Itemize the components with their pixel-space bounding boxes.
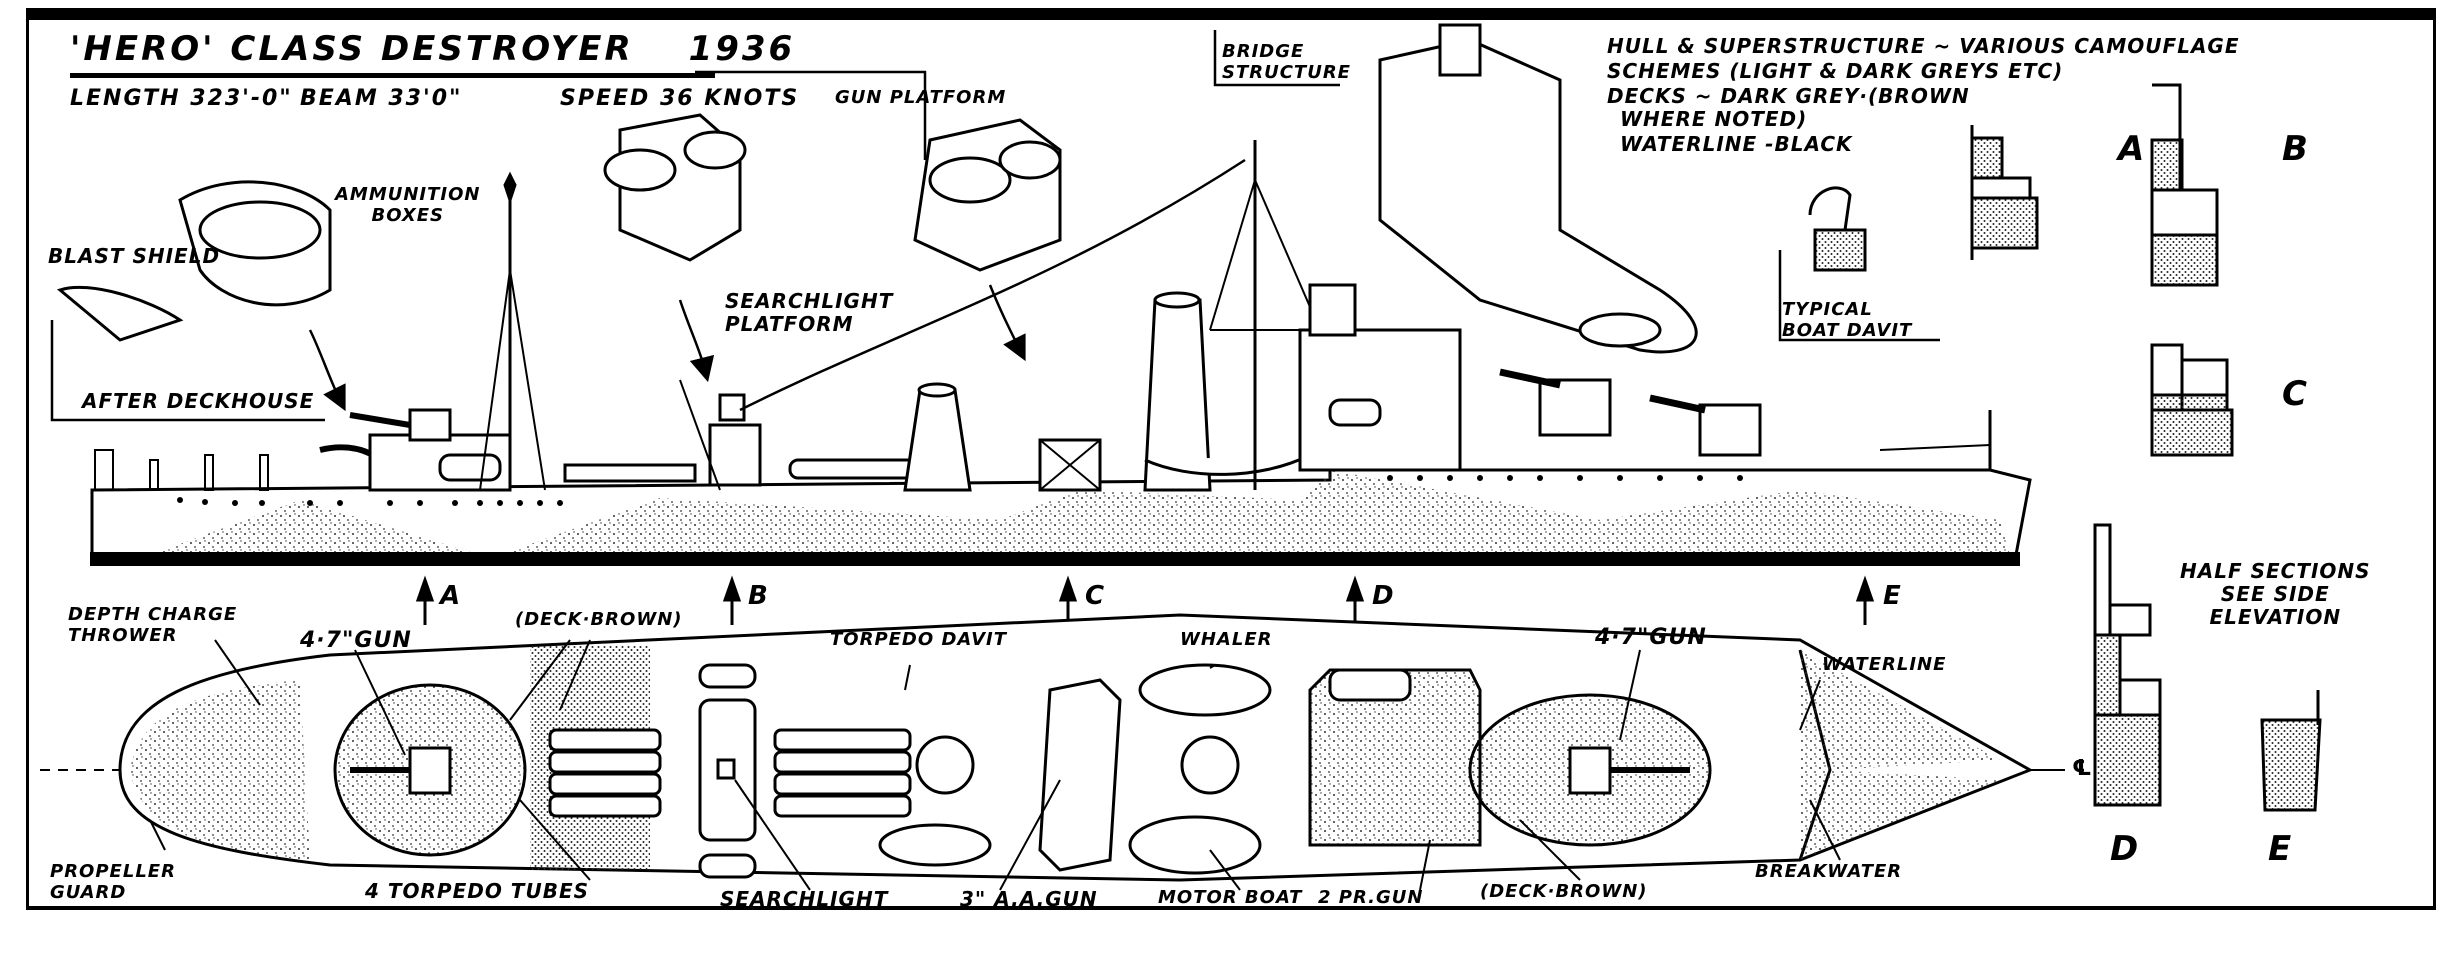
label-whaler: WHALER xyxy=(1180,629,1273,650)
label-fwd-gun: 4·7"GUN xyxy=(1595,625,1707,650)
section-arrows xyxy=(415,575,1875,625)
label-searchlight: SEARCHLIGHT xyxy=(720,887,889,911)
label-depth-charge-thrower: DEPTH CHARGE THROWER xyxy=(68,604,238,646)
half-sections-note: HALF SECTIONS SEE SIDE ELEVATION xyxy=(2180,559,2371,629)
title-year: 1936 xyxy=(688,29,796,69)
label-aa-gun: 3" A.A.GUN xyxy=(960,887,1098,911)
half-section-label-d: D xyxy=(2110,829,2140,869)
label-gun-platform: GUN PLATFORM xyxy=(835,87,1007,108)
detail-sketches xyxy=(56,23,1867,354)
label-torpedo-tubes: 4 TORPEDO TUBES xyxy=(365,879,590,903)
section-marker-b: B xyxy=(748,581,769,611)
note-hull: HULL & SUPERSTRUCTURE ~ VARIOUS CAMOUFLA… xyxy=(1607,34,2240,58)
title-underline xyxy=(70,73,715,78)
side-elevation xyxy=(90,140,2032,566)
label-pom-pom: 2 PR.GUN xyxy=(1318,887,1424,908)
label-blast-shield: BLAST SHIELD xyxy=(48,244,221,268)
label-propeller-guard: PROPELLER GUARD xyxy=(50,861,176,903)
bridge-plan xyxy=(1308,668,1482,847)
plan-leaders xyxy=(149,639,1841,891)
label-motor-boat: MOTOR BOAT xyxy=(1158,887,1303,908)
aa-gun-platform xyxy=(1038,678,1122,872)
label-waterline: WATERLINE xyxy=(1822,654,1947,675)
spec-length: LENGTH 323'-0" xyxy=(70,86,293,111)
note-where-noted: WHERE NOTED) xyxy=(1620,107,1808,131)
detail-arrows xyxy=(50,30,1940,422)
torpedo-tubes-fwd xyxy=(773,728,912,818)
torpedo-tubes-aft xyxy=(548,728,662,818)
label-typical-boat-davit: TYPICAL BOAT DAVIT xyxy=(1782,299,1913,341)
half-section-label-e: E xyxy=(2268,829,2293,869)
drawing-frame xyxy=(26,10,2436,910)
section-D xyxy=(2093,523,2162,807)
title-main: 'HERO' CLASS DESTROYER xyxy=(70,29,634,69)
half-section-label-b: B xyxy=(2282,129,2309,169)
half-section-label-a: A xyxy=(2118,129,2146,169)
plan-view xyxy=(40,613,2065,882)
section-marker-e: E xyxy=(1883,581,1902,611)
section-C xyxy=(2150,343,2234,457)
label-deck-brown-aft: (DECK·BROWN) xyxy=(515,609,683,630)
section-marker-c: C xyxy=(1085,581,1106,611)
label-centreline: ℄ xyxy=(2072,756,2093,781)
bridge-structure-sketch xyxy=(1378,38,1698,354)
section-marker-d: D xyxy=(1372,581,1395,611)
spec-speed: SPEED 36 KNOTS xyxy=(560,86,800,111)
top-rule xyxy=(26,8,2436,20)
whaler-plan xyxy=(1138,663,1272,717)
label-aft-gun: 4·7"GUN xyxy=(300,628,412,653)
portholes xyxy=(177,475,1743,506)
section-A xyxy=(1970,125,2039,260)
note-decks: DECKS ~ DARK GREY·(BROWN xyxy=(1607,84,1970,108)
label-breakwater: BREAKWATER xyxy=(1755,861,1903,882)
label-searchlight-platform: SEARCHLIGHT PLATFORM xyxy=(725,289,894,336)
spec-beam: BEAM 33'0" xyxy=(300,86,463,111)
half-section-label-c: C xyxy=(2282,374,2308,414)
section-marker-a: A xyxy=(440,581,462,611)
note-waterline: WATERLINE -BLACK xyxy=(1620,132,1853,156)
label-after-deckhouse: AFTER DECKHOUSE xyxy=(82,389,315,413)
waterline-band xyxy=(90,552,2020,566)
label-torpedo-davit: TORPEDO DAVIT xyxy=(830,629,1007,650)
note-schemes: SCHEMES (LIGHT & DARK GREYS ETC) xyxy=(1607,59,2064,83)
half-sections xyxy=(1970,83,2322,812)
label-deck-brown-fwd: (DECK·BROWN) xyxy=(1480,881,1648,902)
section-E xyxy=(2260,690,2322,812)
drawing-title: 'HERO' CLASS DESTROYER 1936 xyxy=(70,29,796,69)
label-ammunition-boxes: AMMUNITION BOXES xyxy=(335,184,481,226)
label-bridge-structure: BRIDGE STRUCTURE xyxy=(1222,41,1351,83)
motor-boat-plan xyxy=(1128,815,1262,875)
boat-davit-sketch xyxy=(1808,186,1852,231)
section-B xyxy=(2150,83,2219,287)
